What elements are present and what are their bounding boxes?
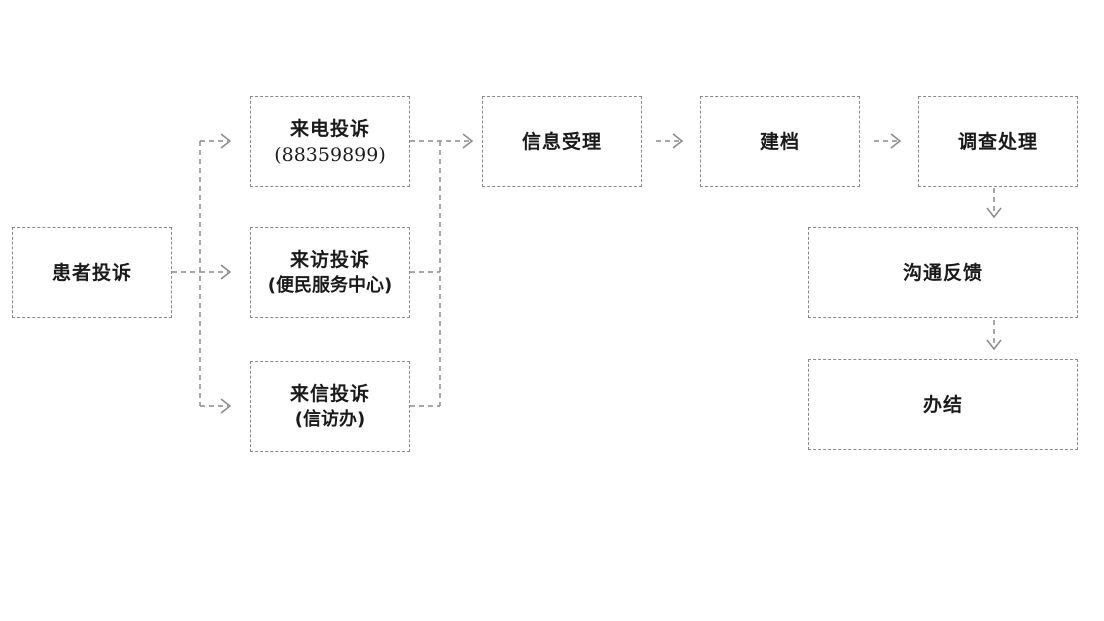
node-visit-complaint-label: 来访投诉 — [289, 248, 370, 271]
arrowhead-to-close — [986, 339, 1002, 351]
node-feedback: 沟通反馈 — [808, 227, 1078, 318]
arrowhead-to-investigate — [890, 133, 902, 149]
arrowhead-to-accept — [462, 133, 474, 149]
arrowhead-to-archive — [672, 133, 684, 149]
arrowhead-to-letter — [220, 398, 232, 414]
node-phone-complaint-number: (88359899) — [274, 143, 386, 166]
node-archive: 建档 — [700, 96, 860, 187]
node-info-accept: 信息受理 — [482, 96, 642, 187]
node-patient-complaint: 患者投诉 — [12, 227, 172, 318]
arrowhead-to-phone — [220, 133, 232, 149]
node-visit-complaint: 来访投诉 (便民服务中心) — [250, 227, 410, 318]
arrowhead-to-feedback — [986, 207, 1002, 219]
node-visit-complaint-location: (便民服务中心) — [267, 274, 393, 296]
node-close: 办结 — [808, 359, 1078, 450]
node-investigate: 调查处理 — [918, 96, 1078, 187]
node-letter-complaint: 来信投诉 (信访办) — [250, 361, 410, 452]
node-letter-complaint-label: 来信投诉 — [289, 382, 370, 405]
node-phone-complaint: 来电投诉 (88359899) — [250, 96, 410, 187]
node-phone-complaint-label: 来电投诉 — [289, 117, 370, 140]
node-patient-complaint-label: 患者投诉 — [51, 261, 132, 284]
node-investigate-label: 调查处理 — [957, 130, 1038, 153]
node-feedback-label: 沟通反馈 — [902, 261, 983, 284]
node-letter-complaint-office: (信访办) — [294, 408, 366, 430]
node-info-accept-label: 信息受理 — [521, 130, 602, 153]
node-close-label: 办结 — [922, 393, 963, 416]
arrowhead-to-visit — [220, 264, 232, 280]
node-archive-label: 建档 — [759, 130, 800, 153]
